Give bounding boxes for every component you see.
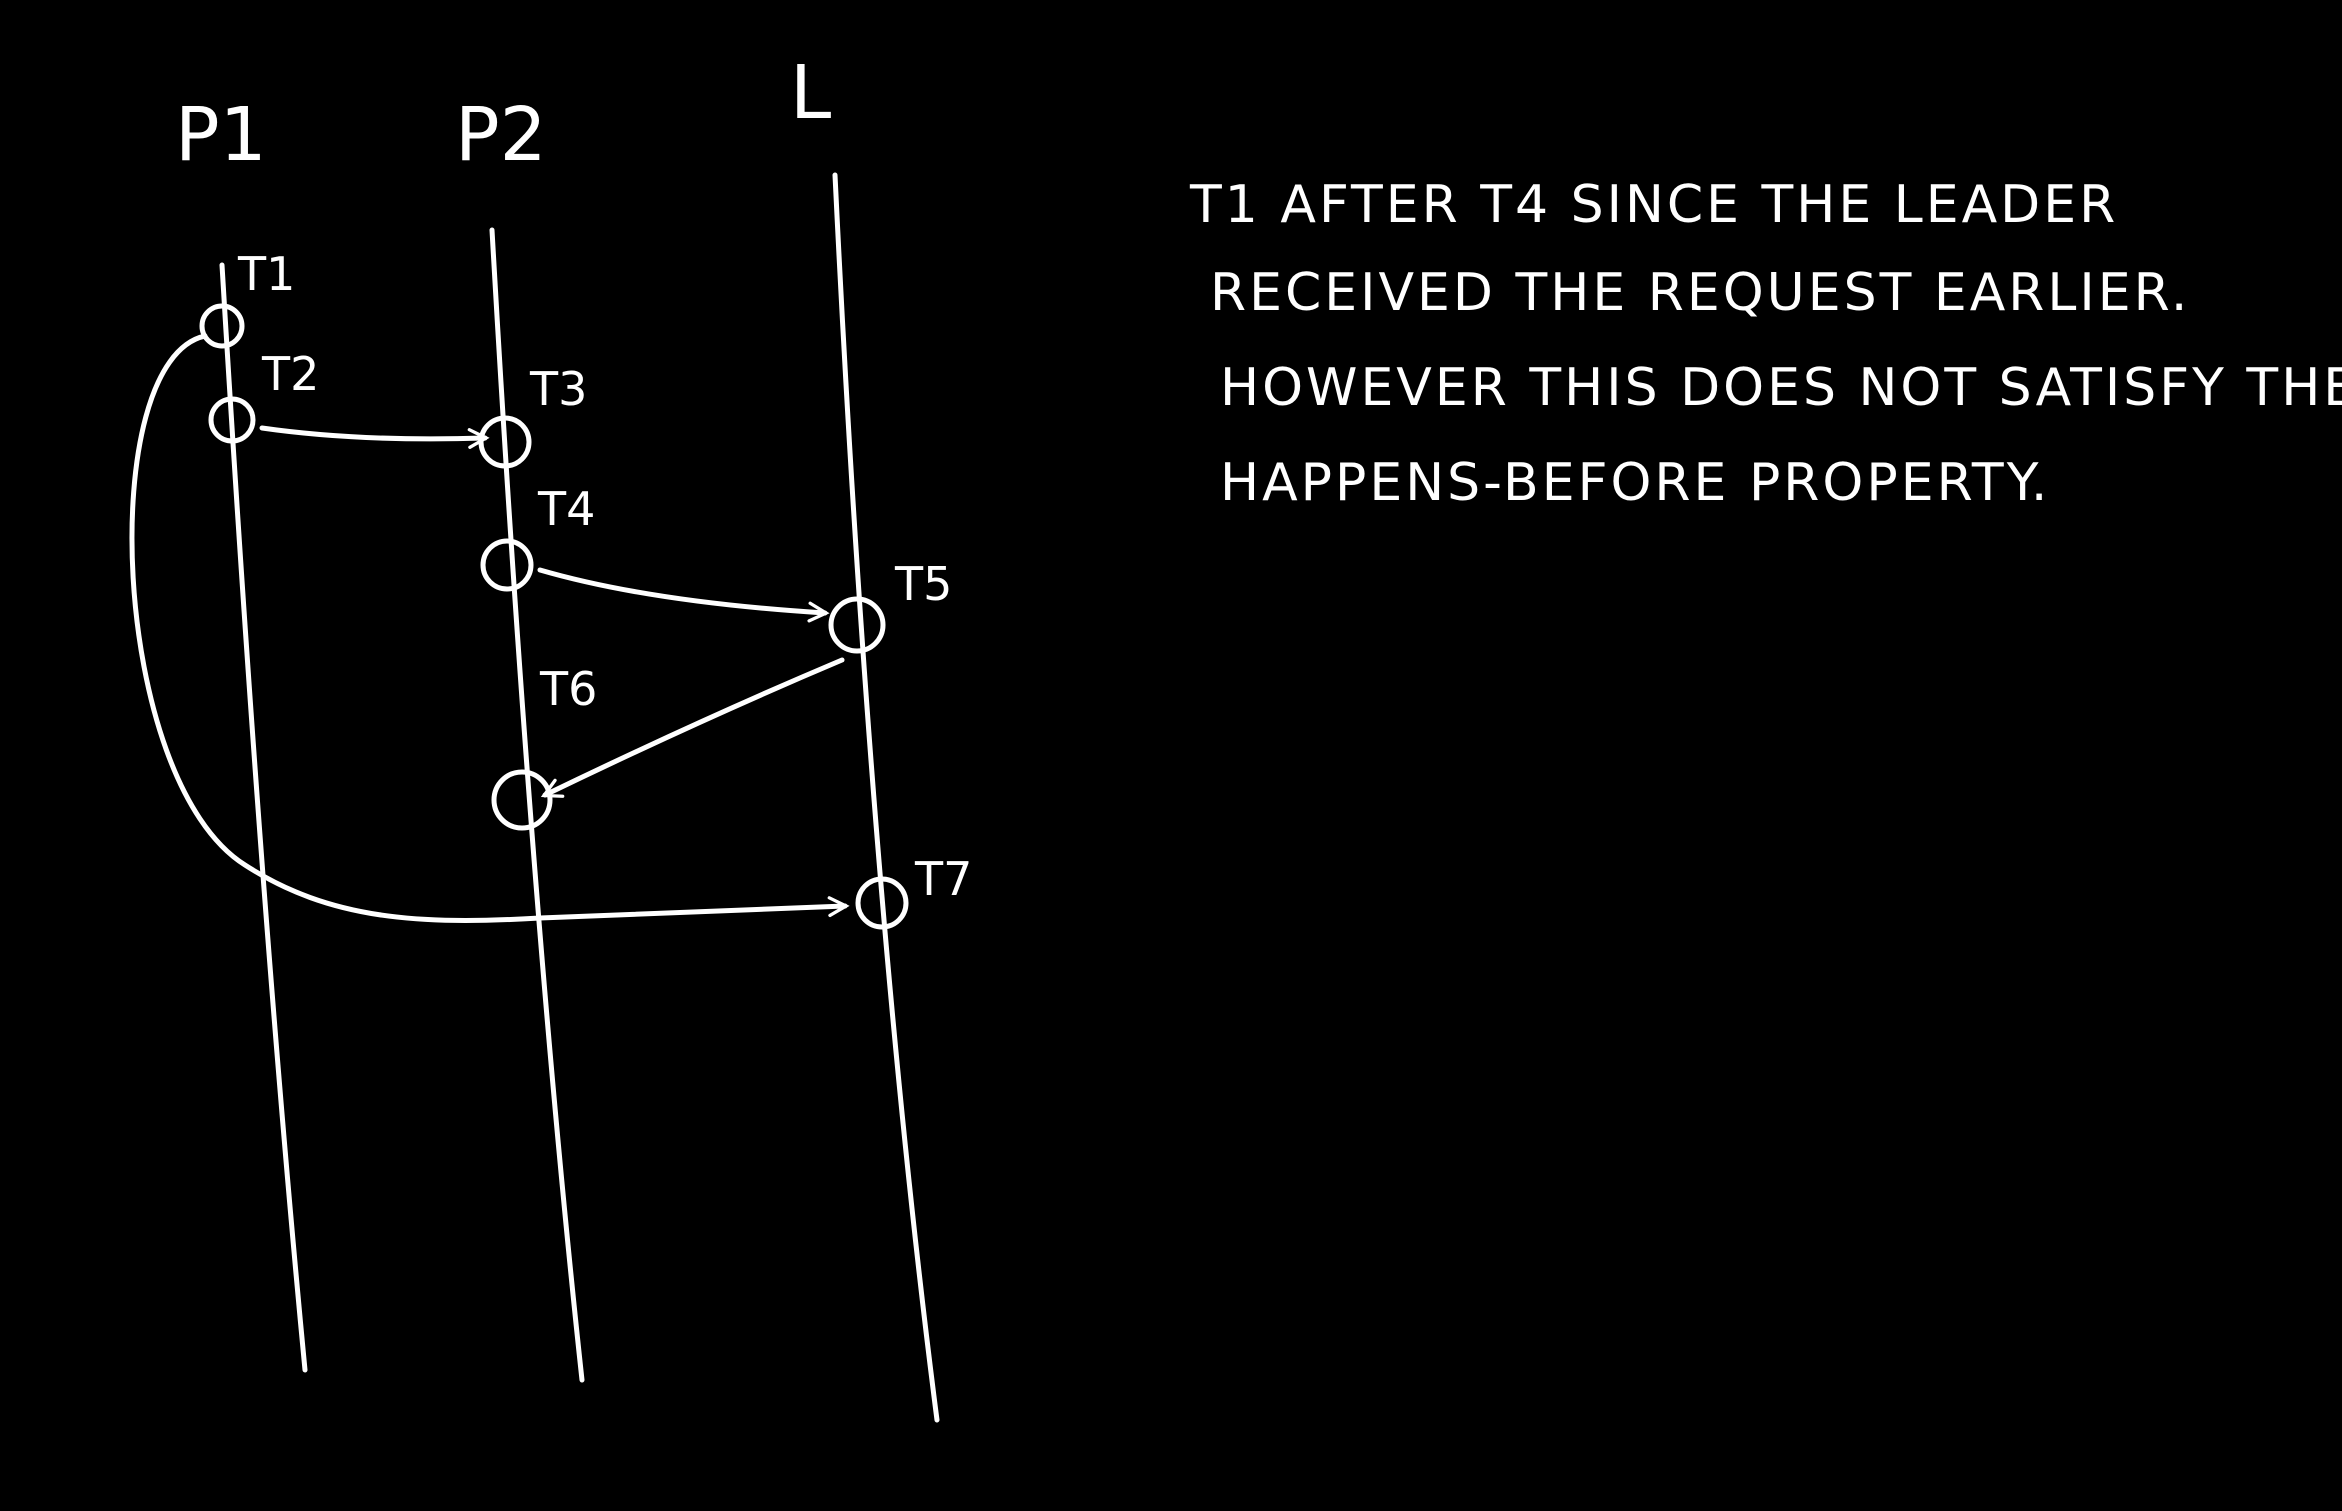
message-arrow-t2-t3 bbox=[259, 425, 485, 439]
message-arrow-t4-t5 bbox=[537, 567, 825, 613]
note-line-3: HOWEVER THIS DOES NOT SATISFY THE bbox=[1220, 358, 2342, 418]
event-marker-t7 bbox=[855, 876, 909, 930]
timeline-p2 bbox=[489, 227, 585, 1383]
event-marker-t2 bbox=[208, 396, 256, 444]
event-label-t3: T3 bbox=[529, 362, 587, 416]
process-label-p1: P1 bbox=[175, 92, 267, 178]
message-arrow-t1-t7 bbox=[129, 333, 845, 923]
process-label-leader: L bbox=[790, 50, 831, 136]
note-line-4: HAPPENS-BEFORE PROPERTY. bbox=[1220, 453, 2050, 513]
timeline-leader bbox=[832, 172, 940, 1423]
explanation-note: T1 AFTER T4 SINCE THE LEADER RECEIVED TH… bbox=[1189, 175, 2342, 513]
event-marker-t1 bbox=[199, 303, 245, 349]
event-label-t5: T5 bbox=[894, 557, 952, 611]
event-label-t2: T2 bbox=[261, 347, 319, 401]
timeline-p1 bbox=[219, 262, 308, 1373]
event-marker-t6 bbox=[491, 769, 553, 831]
event-marker-t3 bbox=[478, 415, 532, 469]
message-arrow-t5-t6 bbox=[545, 657, 845, 795]
event-label-t1: T1 bbox=[237, 247, 295, 301]
event-label-t6: T6 bbox=[539, 662, 597, 716]
event-marker-t5 bbox=[828, 596, 886, 654]
event-marker-t4 bbox=[480, 538, 534, 592]
event-label-t7: T7 bbox=[914, 852, 972, 906]
process-label-p2: P2 bbox=[455, 92, 547, 178]
event-label-t4: T4 bbox=[537, 482, 595, 536]
note-line-2: RECEIVED THE REQUEST EARLIER. bbox=[1210, 263, 2190, 323]
note-line-1: T1 AFTER T4 SINCE THE LEADER bbox=[1189, 175, 2118, 235]
